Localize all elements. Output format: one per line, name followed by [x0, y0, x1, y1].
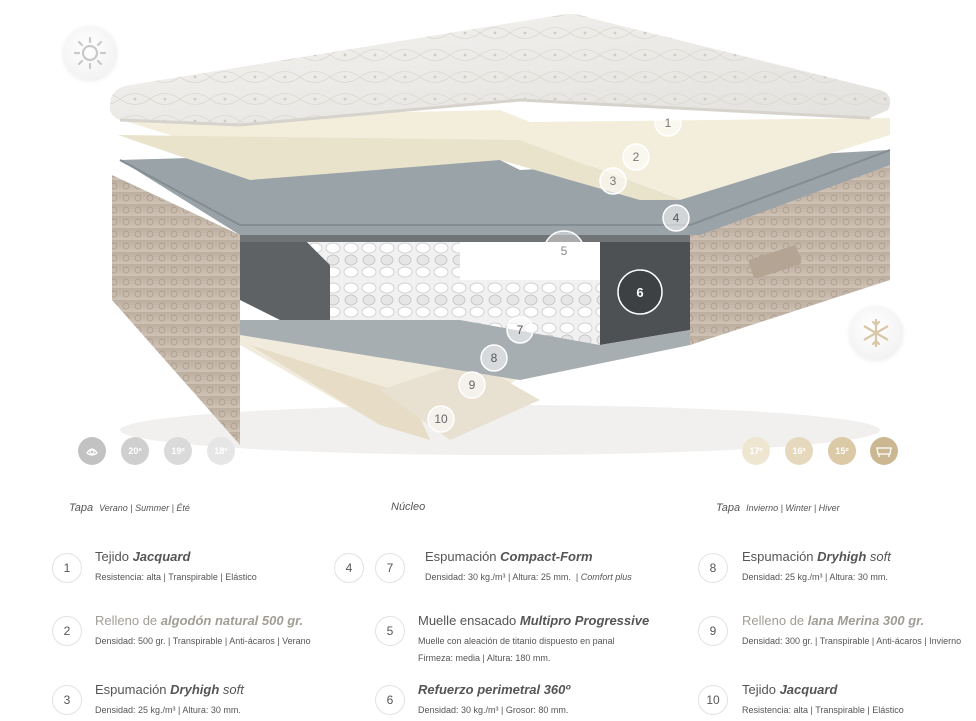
- header-nucleo: Núcleo: [391, 501, 426, 513]
- svg-text:9: 9: [469, 378, 476, 392]
- temp-summer-3[interactable]: 18º: [207, 437, 235, 465]
- temp-winter-2[interactable]: 16º: [785, 437, 813, 465]
- svg-text:7: 7: [517, 323, 524, 337]
- svg-text:5: 5: [561, 244, 568, 258]
- list-item-7: Espumación Compact-Form Densidad: 30 kg.…: [425, 549, 632, 582]
- svg-text:8: 8: [491, 351, 498, 365]
- item-number-1: 1: [52, 553, 82, 583]
- layer-marker-1[interactable]: 1: [654, 109, 682, 137]
- item-number-8: 8: [698, 553, 728, 583]
- layer-marker-8[interactable]: 8: [480, 344, 508, 372]
- layer-marker-5[interactable]: 5: [543, 230, 585, 272]
- layer-marker-9[interactable]: 9: [458, 371, 486, 399]
- temp-summer-2[interactable]: 19º: [164, 437, 192, 465]
- item-number-9: 9: [698, 616, 728, 646]
- list-item-10: Tejido Jacquard Resistencia: alta | Tran…: [742, 682, 904, 715]
- svg-text:6: 6: [636, 285, 643, 300]
- item-number-3: 3: [52, 685, 82, 715]
- layer-marker-4[interactable]: 4: [662, 204, 690, 232]
- item-number-2: 2: [52, 616, 82, 646]
- list-item-6: Refuerzo perimetral 360º Densidad: 30 kg…: [418, 682, 571, 715]
- item-number-7: 7: [375, 553, 405, 583]
- item-number-5: 5: [375, 616, 405, 646]
- sun-icon: [63, 26, 117, 80]
- svg-text:10: 10: [434, 412, 448, 426]
- list-item-9: Relleno de lana Merina 300 gr. Densidad:…: [742, 613, 962, 646]
- list-item-8: Espumación Dryhigh soft Densidad: 25 kg.…: [742, 549, 891, 582]
- summer-mode-icon[interactable]: [78, 437, 106, 465]
- layer-marker-2[interactable]: 2: [622, 143, 650, 171]
- layer-marker-6[interactable]: 6: [617, 269, 663, 315]
- list-item-2: Relleno de algodón natural 500 gr. Densi…: [95, 613, 311, 646]
- svg-text:3: 3: [610, 174, 617, 188]
- snowflake-icon: [849, 306, 903, 360]
- temp-winter-3[interactable]: 15º: [828, 437, 856, 465]
- item-number-6: 6: [375, 685, 405, 715]
- temp-winter-1[interactable]: 17º: [742, 437, 770, 465]
- layer-marker-3[interactable]: 3: [599, 167, 627, 195]
- mattress-illustration: 1 2 3 4 5 6 7 8 9 10: [109, 14, 891, 455]
- layer-marker-10[interactable]: 10: [427, 405, 455, 433]
- item-number-4: 4: [334, 553, 364, 583]
- list-item-3: Espumación Dryhigh soft Densidad: 25 kg.…: [95, 682, 244, 715]
- list-item-1: Tejido Jacquard Resistencia: alta | Tran…: [95, 549, 257, 582]
- layer-marker-7[interactable]: 7: [506, 316, 534, 344]
- item-number-10: 10: [698, 685, 728, 715]
- svg-text:4: 4: [673, 211, 680, 225]
- winter-mode-icon[interactable]: [870, 437, 898, 465]
- svg-text:1: 1: [665, 116, 672, 130]
- temp-summer-1[interactable]: 20º: [121, 437, 149, 465]
- list-item-5: Muelle ensacado Multipro Progressive Mue…: [418, 613, 650, 663]
- svg-text:2: 2: [633, 150, 640, 164]
